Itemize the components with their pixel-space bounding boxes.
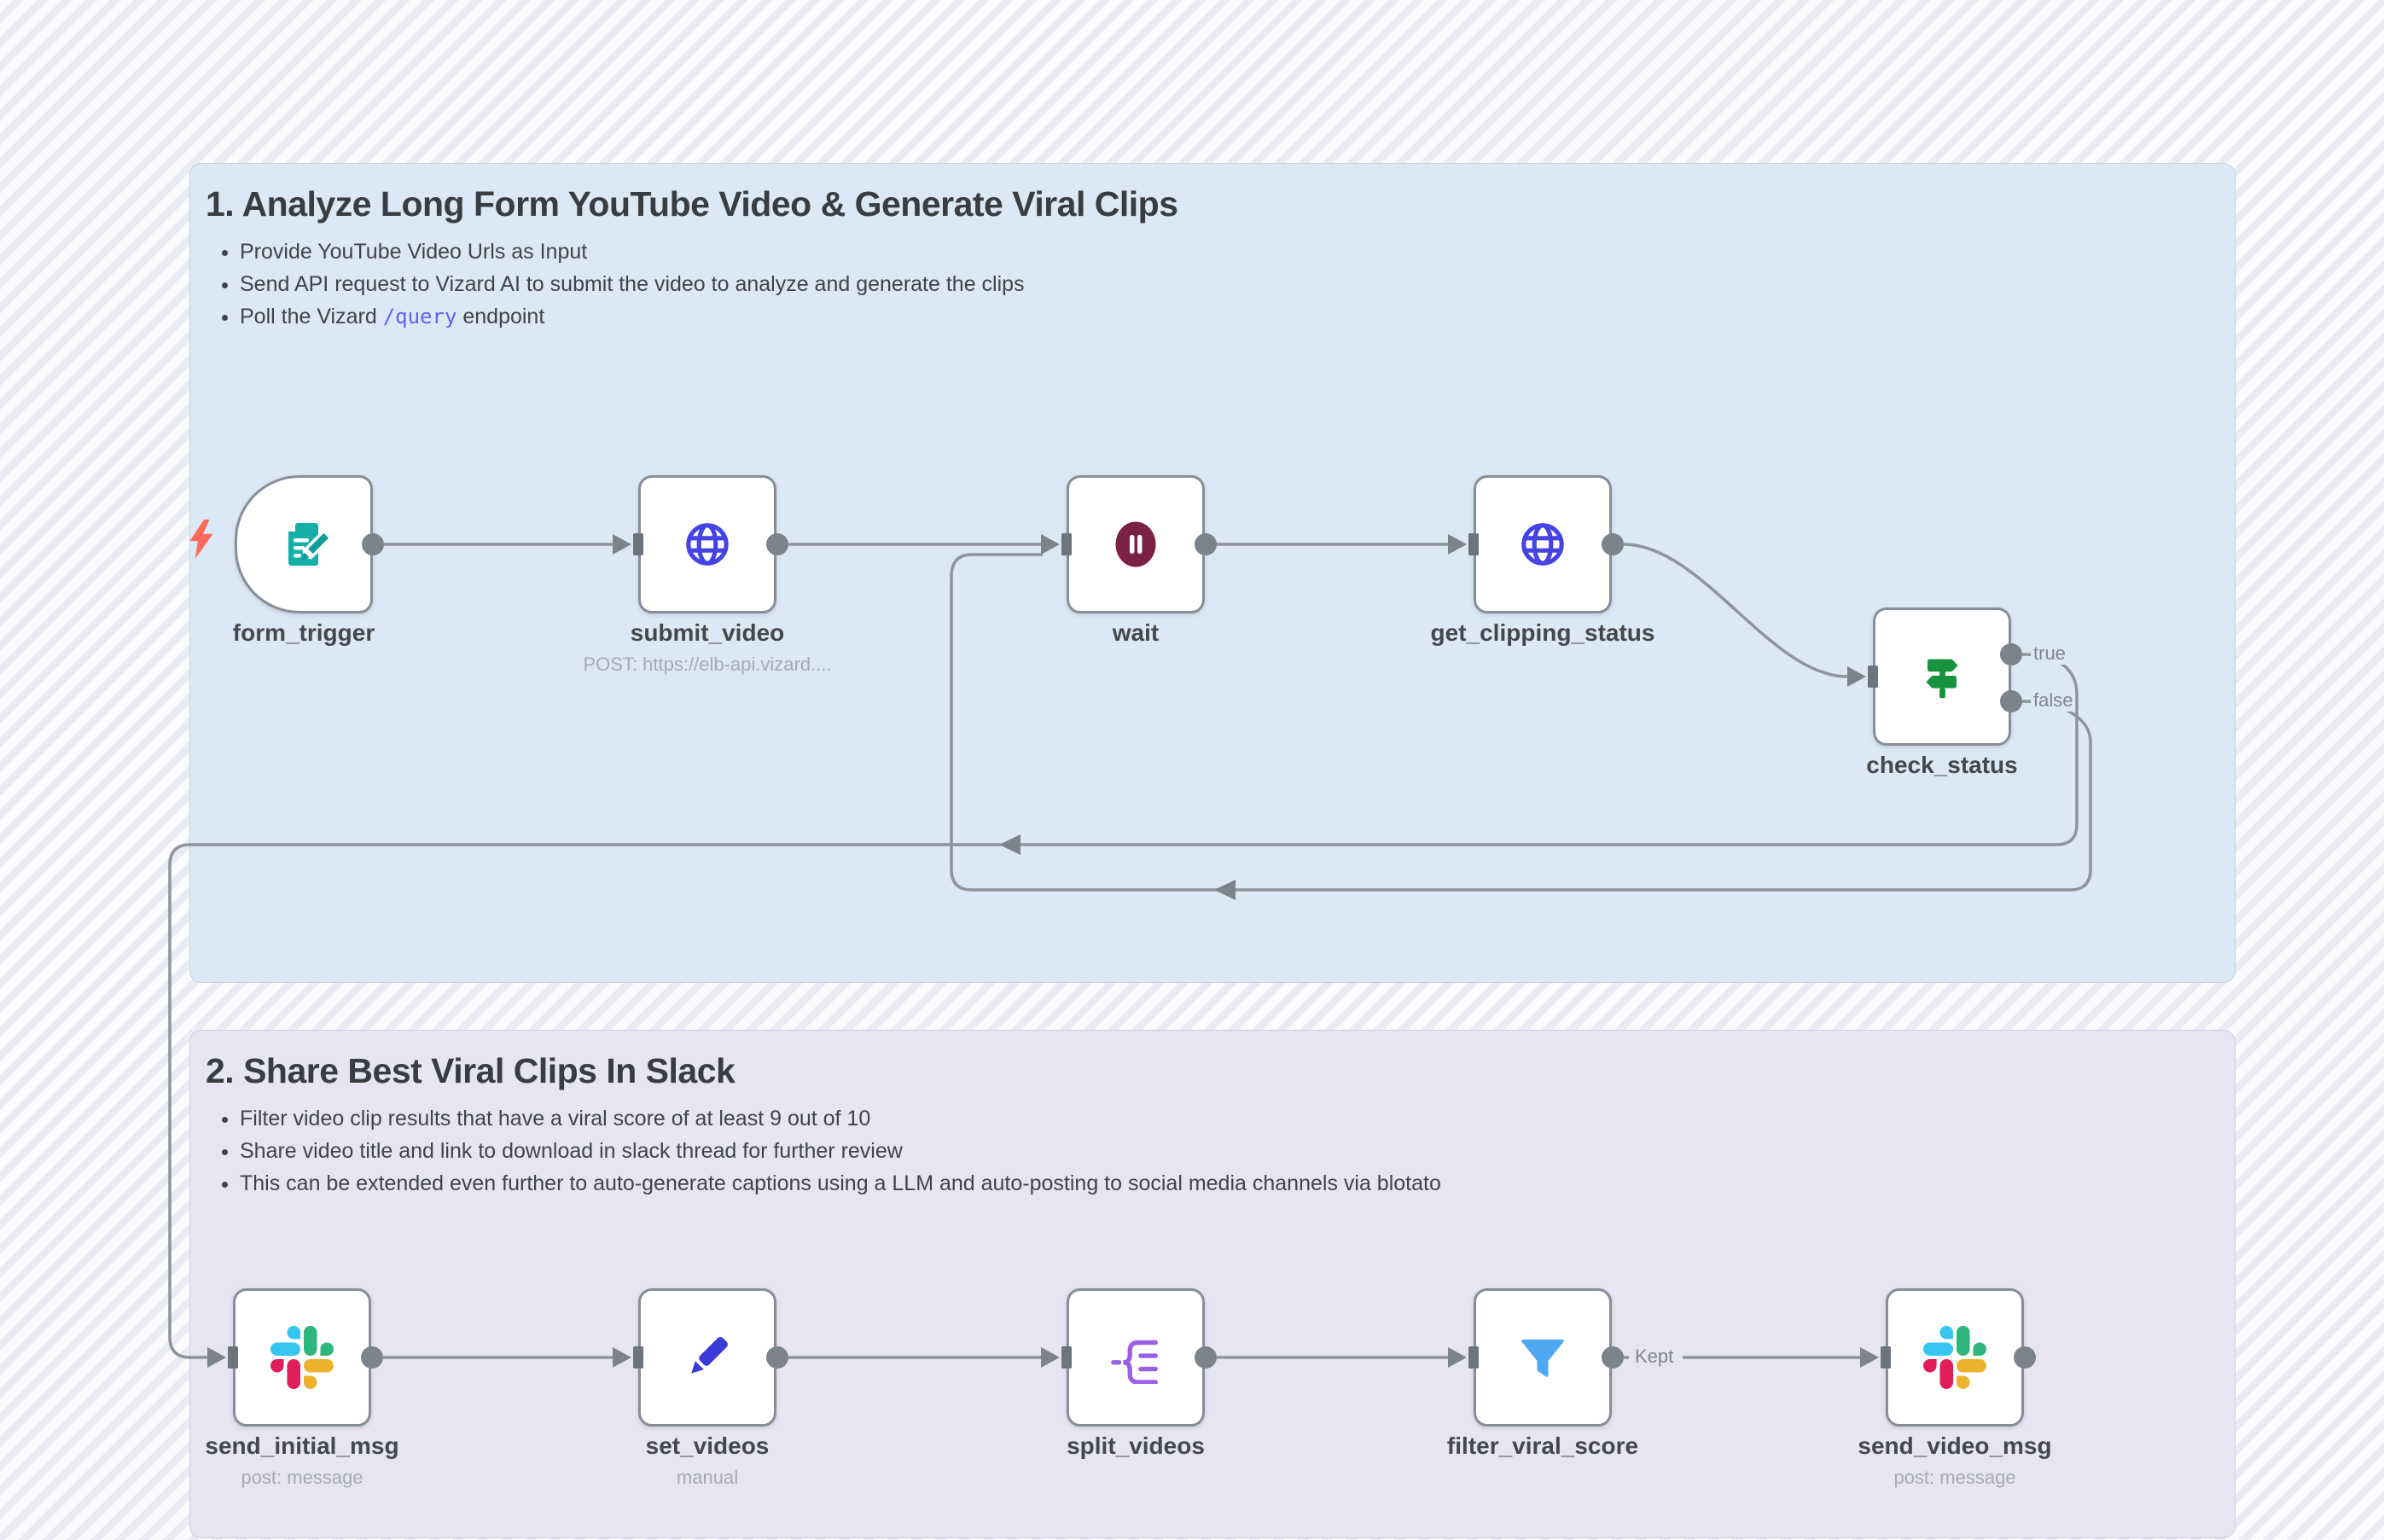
node-set-videos[interactable]: set_videos manual	[638, 1288, 776, 1488]
bullet-item: This can be extended even further to aut…	[240, 1173, 2209, 1194]
node-label: get_clipping_status	[1430, 619, 1655, 646]
pause-icon	[1069, 478, 1202, 611]
section-1-bullet-list: Provide YouTube Video Urls as Input Send…	[206, 241, 2209, 328]
bullet-item: Filter video clip results that have a vi…	[240, 1108, 2209, 1130]
node-label: send_video_msg	[1858, 1432, 2052, 1459]
node-label: filter_viral_score	[1446, 1432, 1639, 1459]
edge-label-kept: Kept	[1632, 1345, 1677, 1368]
node-label: send_initial_msg	[205, 1432, 399, 1459]
node-subtitle: post: message	[241, 1467, 363, 1488]
node-send-video-msg[interactable]: send_video_msg post: message	[1858, 1288, 2052, 1488]
trigger-bolt-icon	[189, 520, 213, 559]
node-submit-video[interactable]: submit_video POST: https://elb-api.vizar…	[583, 475, 832, 675]
node-check-status[interactable]: check_status	[1866, 607, 2018, 778]
sticky-note-section-1[interactable]: 1. Analyze Long Form YouTube Video & Gen…	[189, 163, 2236, 983]
funnel-icon	[1476, 1291, 1609, 1424]
section-2-bullet-list: Filter video clip results that have a vi…	[206, 1108, 2209, 1194]
edge-label-true: true	[2031, 642, 2068, 665]
section-1-title: 1. Analyze Long Form YouTube Video & Gen…	[206, 184, 1178, 224]
node-label: submit_video	[630, 619, 785, 646]
node-split-videos[interactable]: split_videos	[1067, 1288, 1205, 1459]
node-subtitle: POST: https://elb-api.vizard....	[583, 654, 832, 675]
node-label: check_status	[1866, 752, 2018, 778]
node-label: wait	[1112, 619, 1160, 646]
bullet-item: Send API request to Vizard AI to submit …	[240, 274, 2209, 295]
bullet-item: Share video title and link to download i…	[240, 1141, 2209, 1162]
pencil-icon	[641, 1291, 774, 1424]
section-2-title: 2. Share Best Viral Clips In Slack	[206, 1051, 736, 1090]
slack-icon	[1888, 1291, 2021, 1424]
query-endpoint-code: /query	[382, 305, 457, 328]
slack-icon	[235, 1291, 369, 1424]
bullet-item: Provide YouTube Video Urls as Input	[240, 241, 2209, 263]
node-wait[interactable]: wait	[1067, 475, 1205, 646]
node-filter-viral-score[interactable]: filter_viral_score	[1447, 1288, 1638, 1459]
node-label: form_trigger	[232, 619, 375, 646]
globe-icon	[641, 478, 774, 611]
node-label: split_videos	[1067, 1432, 1205, 1459]
sticky-note-section-2[interactable]: 2. Share Best Viral Clips In Slack Filte…	[189, 1030, 2236, 1538]
bullet-item: Poll the Vizard /query endpoint	[240, 306, 2209, 328]
signpost-icon	[1875, 610, 2009, 743]
edge-label-false: false	[2031, 689, 2076, 712]
node-form-trigger[interactable]: form_trigger	[233, 475, 375, 646]
split-out-icon	[1069, 1291, 1202, 1424]
globe-icon	[1476, 478, 1609, 611]
node-subtitle: manual	[676, 1467, 739, 1488]
node-get-clipping-status[interactable]: get_clipping_status	[1431, 475, 1654, 646]
form-icon	[237, 478, 370, 611]
node-subtitle: post: message	[1893, 1467, 2016, 1488]
node-label: set_videos	[645, 1432, 770, 1459]
node-send-initial-msg[interactable]: send_initial_msg post: message	[205, 1288, 399, 1488]
